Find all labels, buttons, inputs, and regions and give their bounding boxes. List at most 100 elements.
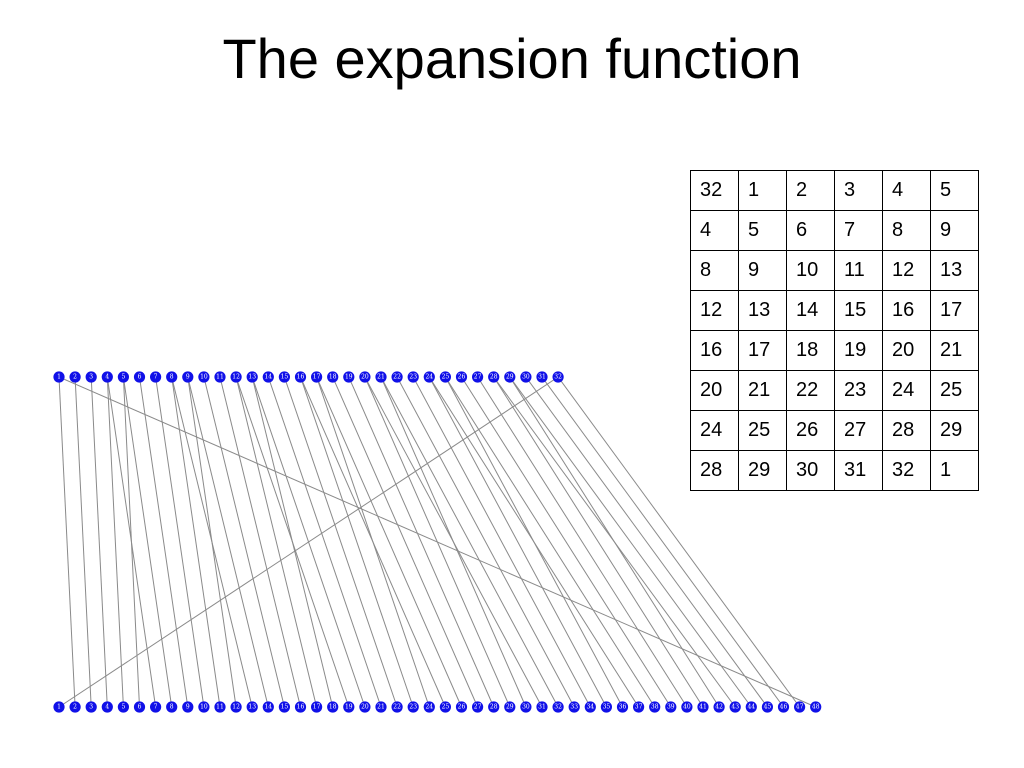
output-node-label: 47 <box>796 704 804 711</box>
output-node-circle <box>69 701 81 713</box>
input-node: 29 <box>504 371 516 383</box>
output-node-label: 42 <box>715 704 723 711</box>
output-node-circle <box>681 701 693 713</box>
table-cell: 24 <box>882 370 931 411</box>
output-node-circle <box>616 701 629 713</box>
input-node-label: 13 <box>248 374 256 381</box>
input-node: 1 <box>53 371 65 383</box>
output-node-label: 37 <box>635 704 643 711</box>
expansion-edge <box>267 376 382 708</box>
input-node: 18 <box>327 371 339 383</box>
input-node-label: 16 <box>297 374 305 381</box>
table-cell: 21 <box>738 370 787 411</box>
expansion-edge <box>300 376 414 708</box>
expansion-edge <box>493 376 704 708</box>
output-node-circle <box>584 701 596 713</box>
expansion-edge <box>509 376 752 708</box>
expansion-edge <box>541 376 784 708</box>
table-cell: 13 <box>738 290 787 331</box>
output-node: 21 <box>375 701 387 713</box>
table-cell: 17 <box>738 330 787 371</box>
input-node-label: 1 <box>57 374 61 381</box>
output-node-circle <box>294 701 307 713</box>
input-node: 23 <box>407 371 419 383</box>
output-node-label: 18 <box>329 704 337 711</box>
input-node-circle <box>166 371 178 383</box>
output-node-label: 6 <box>138 704 142 711</box>
table-cell: 11 <box>834 250 883 291</box>
table-cell: 23 <box>834 370 883 411</box>
output-node-circle <box>745 701 757 713</box>
output-node: 4 <box>101 701 113 713</box>
output-node-label: 5 <box>121 704 125 711</box>
input-node-circle <box>359 371 371 383</box>
input-node: 5 <box>117 371 129 383</box>
output-node-circle <box>600 701 613 713</box>
output-node: 42 <box>713 701 725 713</box>
output-node-circle <box>101 701 113 713</box>
expansion-edge <box>155 376 205 708</box>
output-node-circle <box>311 701 323 713</box>
output-node: 41 <box>697 701 709 713</box>
table-cell: 16 <box>690 330 739 371</box>
output-node: 15 <box>278 701 290 713</box>
output-node-label: 10 <box>200 704 208 711</box>
input-node-circle <box>198 371 210 383</box>
output-node: 24 <box>423 701 435 713</box>
output-node: 32 <box>552 701 564 713</box>
input-node-label: 22 <box>393 374 401 381</box>
input-node-circle <box>504 371 516 383</box>
output-node-label: 22 <box>393 704 401 711</box>
table-cell: 4 <box>690 210 739 251</box>
expansion-edge <box>139 376 189 708</box>
table-cell: 8 <box>882 210 931 251</box>
table-cell: 17 <box>930 290 979 331</box>
expansion-edge <box>412 376 591 708</box>
output-node-label: 34 <box>586 704 594 711</box>
input-node-circle <box>536 371 548 383</box>
input-node-label: 3 <box>89 374 93 381</box>
output-node: 10 <box>198 701 210 713</box>
input-node: 2 <box>69 371 81 383</box>
table-cell: 32 <box>690 170 739 211</box>
output-node-label: 29 <box>506 704 514 711</box>
input-node-label: 25 <box>442 374 450 381</box>
output-node-circle <box>375 701 387 713</box>
table-cell: 12 <box>882 250 931 291</box>
output-node: 45 <box>761 701 774 713</box>
input-node-label: 29 <box>506 374 514 381</box>
output-node-circle <box>504 701 516 713</box>
input-node-label: 4 <box>105 374 109 381</box>
output-node-circle <box>423 701 435 713</box>
output-node-label: 40 <box>683 704 691 711</box>
output-node-circle <box>520 701 532 713</box>
output-node: 35 <box>600 701 613 713</box>
output-node: 38 <box>649 701 661 713</box>
input-node: 17 <box>311 371 323 383</box>
input-node-label: 6 <box>138 374 142 381</box>
table-cell: 20 <box>690 370 739 411</box>
table-cell: 28 <box>882 410 931 451</box>
output-node-circle <box>794 701 806 713</box>
table-cell: 28 <box>690 450 739 491</box>
input-node: 6 <box>133 371 146 383</box>
input-node-label: 8 <box>170 374 174 381</box>
input-node-circle <box>278 371 290 383</box>
output-node-label: 30 <box>522 704 530 711</box>
table-cell: 32 <box>882 450 931 491</box>
slide-title: The expansion function <box>222 27 802 90</box>
input-node: 25 <box>439 371 451 383</box>
output-node-circle <box>327 701 339 713</box>
expansion-edge <box>428 376 640 708</box>
expansion-edge <box>235 376 350 708</box>
input-node-label: 10 <box>200 374 208 381</box>
input-node-circle <box>262 371 274 383</box>
table-cell: 18 <box>786 330 835 371</box>
output-node: 43 <box>729 701 741 713</box>
table-cell: 5 <box>738 210 787 251</box>
expansion-edge <box>300 376 446 708</box>
expansion-edge <box>122 376 173 708</box>
output-node: 6 <box>133 701 146 713</box>
